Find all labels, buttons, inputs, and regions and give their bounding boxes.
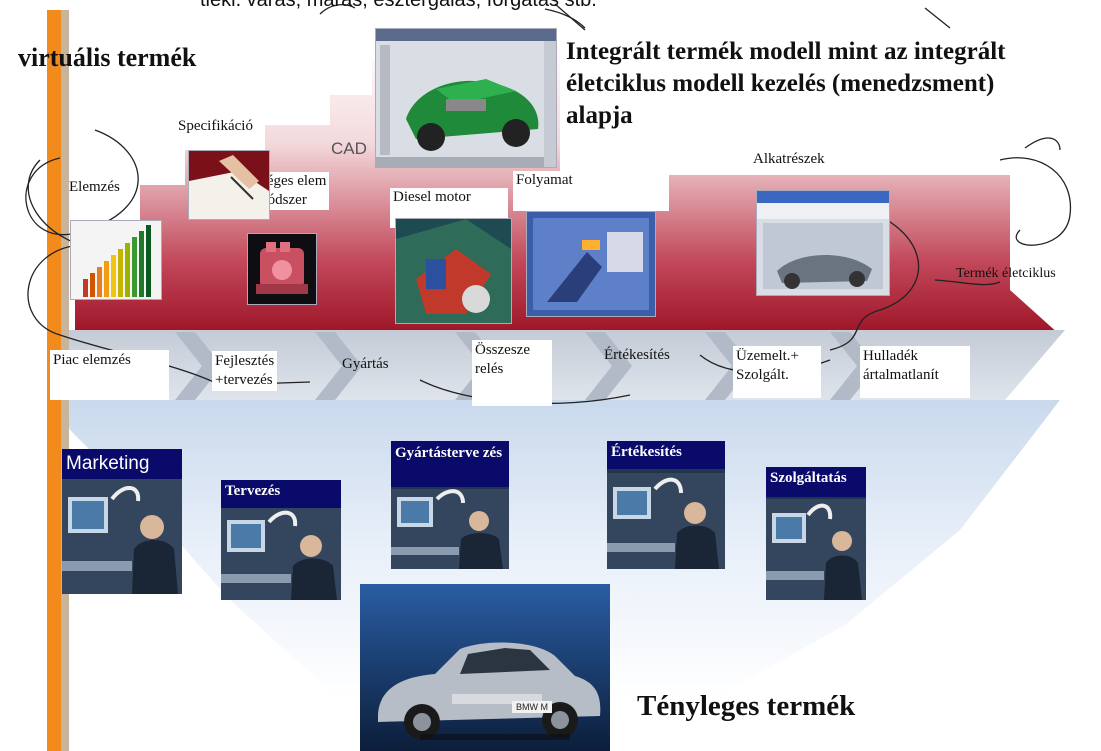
- integrated-title-line-3: alapja: [566, 102, 633, 129]
- real-car-image: BMW M: [360, 584, 610, 751]
- real-product-title: Tényleges termék: [637, 690, 856, 722]
- stage-osszeszereles: Összesze relés: [472, 340, 552, 406]
- label-elemzes: Elemzés: [69, 179, 120, 195]
- workstation-icon: [62, 479, 182, 594]
- virtual-product-title: virtuális termék: [18, 43, 197, 72]
- label-specifikacio: Specifikáció: [175, 117, 256, 136]
- stage-gyartas: Gyártás: [342, 356, 389, 372]
- dept-header-gyartastervezes: Gyártásterve zés: [391, 441, 509, 487]
- bar-chart-icon: [83, 225, 151, 297]
- dept-card-ertekesites: Értékesítés: [607, 441, 725, 569]
- label-alkatreszek: Alkatrészek: [753, 151, 825, 167]
- vehicle-parts-icon: [757, 191, 889, 289]
- dept-card-gyartastervezes: Gyártásterve zés: [391, 441, 509, 569]
- process-simulation-icon: [533, 218, 649, 310]
- stage-hulladek-line-1: Hulladék: [863, 348, 918, 364]
- car-icon: [360, 584, 610, 751]
- stage-fejlesztes-line-2: +tervezés: [215, 372, 273, 388]
- dept-header-marketing: Marketing: [62, 449, 182, 479]
- engine-icon: [256, 242, 308, 294]
- stage-fejlesztes: Fejlesztés +tervezés: [212, 351, 278, 391]
- workstation-icon: [766, 499, 866, 600]
- components-image: [756, 190, 890, 296]
- dept-card-szolgaltatas: Szolgáltatás: [766, 467, 866, 600]
- stage-hulladek-line-2: ártalmatlanít: [863, 367, 939, 383]
- integrated-title-line-1: Integrált termék modell mint az integrál…: [566, 38, 1006, 65]
- label-termek-eletciklus: Termék életciklus: [956, 266, 1056, 281]
- stage-uzem-line-1: Üzemelt.+: [736, 348, 800, 364]
- dept-header-szolgaltatas: Szolgáltatás: [766, 467, 866, 497]
- integrated-title-line-2: életciklus modell kezelés (menedzsment): [566, 70, 995, 97]
- workstation-icon: [391, 489, 509, 569]
- stage-piac-elemzes: Piac elemzés: [50, 350, 169, 400]
- specification-image: [188, 150, 270, 220]
- label-cad: CAD: [331, 139, 367, 158]
- writing-hand-icon: [189, 155, 269, 219]
- stage-ossz-line-2: relés: [475, 361, 504, 377]
- label-veges-line-1: Véges elem: [256, 173, 327, 189]
- fem-engine-image: [247, 233, 317, 305]
- dept-header-ertekesites: Értékesítés: [607, 441, 725, 469]
- car-model-icon: [376, 29, 556, 167]
- label-folyamat: Folyamat: [513, 171, 669, 211]
- diesel-engine-image: [395, 218, 512, 324]
- workstation-icon: [221, 508, 341, 600]
- stage-piac-line-1: Piac elemzés: [53, 352, 131, 368]
- cad-car-image: [375, 28, 557, 168]
- license-plate: BMW M: [512, 701, 552, 713]
- dept-card-tervezes: Tervezés: [221, 480, 341, 600]
- dept-header-tervezes: Tervezés: [221, 480, 341, 508]
- stage-hulladek: Hulladék ártalmatlanít: [860, 346, 970, 398]
- workstation-icon: [607, 473, 725, 569]
- stage-ertekesites: Értékesítés: [604, 347, 670, 363]
- analysis-chart-image: [70, 220, 162, 300]
- stage-ossz-line-1: Összesze: [475, 342, 530, 358]
- top-caption: tiekl. varas, maras, esztergalas, forgat…: [200, 0, 597, 11]
- integrated-model-title: Integrált termék modell mint az integrál…: [566, 36, 1006, 132]
- stage-fejlesztes-line-1: Fejlesztés: [215, 353, 275, 369]
- stage-uzemeltetes: Üzemelt.+ Szolgált.: [733, 346, 821, 398]
- diesel-engine-icon: [396, 219, 511, 323]
- process-image: [526, 211, 656, 317]
- dept-card-marketing: Marketing: [62, 449, 182, 594]
- stage-uzem-line-2: Szolgált.: [736, 367, 789, 383]
